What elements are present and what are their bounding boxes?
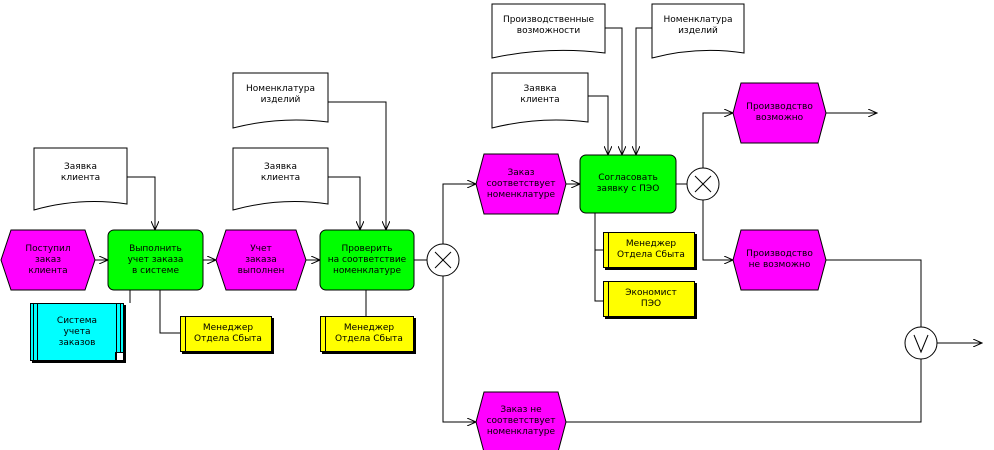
- link-line: [159, 290, 180, 334]
- event-shape: [732, 82, 827, 144]
- document-shape: [491, 72, 589, 129]
- role-sales-manager-3[interactable]: Менеджер Отдела Сбыта: [603, 232, 695, 268]
- documents: [33, 3, 745, 211]
- functions: [107, 154, 677, 291]
- connectors: [426, 167, 938, 360]
- system-border-line: [120, 304, 121, 360]
- function-shape: [107, 229, 204, 291]
- flow-arrow: [605, 27, 622, 155]
- document-shape: [232, 147, 329, 211]
- connection-lines: [95, 27, 982, 423]
- document-shape: [651, 3, 745, 59]
- role-label: Менеджер Отдела Сбыта: [335, 323, 403, 344]
- flow-arrow: [588, 95, 608, 155]
- role-sales-manager-1[interactable]: Менеджер Отдела Сбыта: [180, 316, 272, 352]
- events: [0, 82, 827, 450]
- link-line: [566, 359, 922, 423]
- document-shape: [232, 72, 329, 129]
- role-label: Менеджер Отдела Сбыта: [617, 239, 685, 260]
- event-shape: [475, 391, 567, 450]
- flow-arrow: [702, 200, 733, 260]
- event-shape: [215, 229, 307, 291]
- link-line: [826, 259, 922, 327]
- xor-connector: [686, 167, 720, 201]
- flow-arrow: [442, 276, 476, 422]
- event-shape: [0, 229, 96, 291]
- function-shape: [319, 229, 415, 291]
- event-shape: [732, 229, 827, 291]
- function-shape: [579, 154, 677, 214]
- document-shape: [33, 147, 128, 211]
- role-label: Экономист ПЭО: [625, 288, 677, 309]
- system-order-accounting[interactable]: Система учета заказов: [30, 303, 124, 361]
- role-label: Менеджер Отдела Сбыта: [194, 323, 262, 344]
- flow-arrow: [127, 176, 155, 230]
- link-line: [594, 213, 603, 302]
- flow-arrow: [442, 184, 476, 244]
- system-border-line: [33, 304, 34, 360]
- flow-arrow: [636, 27, 652, 155]
- role-economist[interactable]: Экономист ПЭО: [603, 281, 695, 317]
- system-corner-icon: [115, 352, 124, 361]
- system-label: Система учета заказов: [56, 315, 98, 348]
- flow-arrow: [328, 176, 360, 230]
- xor-connector: [426, 243, 460, 277]
- document-shape: [491, 3, 606, 59]
- flow-arrow: [328, 101, 386, 230]
- flow-arrow: [702, 113, 733, 168]
- or-connector: [904, 326, 938, 360]
- role-sales-manager-2[interactable]: Менеджер Отдела Сбыта: [320, 316, 414, 352]
- event-shape: [475, 153, 567, 215]
